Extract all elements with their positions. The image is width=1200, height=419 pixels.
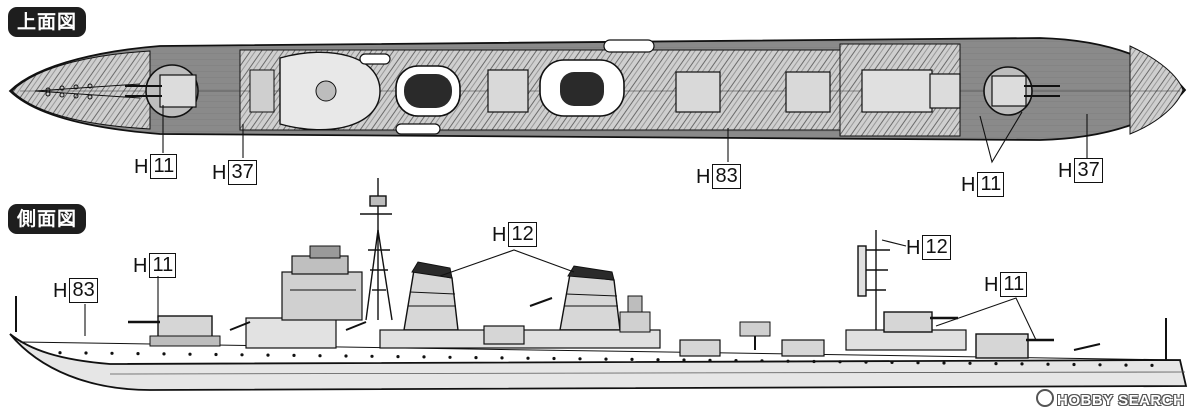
porthole <box>162 352 166 356</box>
top-funnel-2 <box>539 59 625 117</box>
porthole <box>474 356 478 360</box>
porthole <box>136 352 140 356</box>
porthole <box>1150 363 1154 367</box>
side-searchlight-tower <box>619 295 651 333</box>
porthole <box>58 351 62 355</box>
top-leader-lines <box>162 105 1088 164</box>
side-portholes <box>58 351 1154 367</box>
top-turret-2 <box>929 73 961 109</box>
top-view <box>8 37 1187 164</box>
side-funnel-1 <box>403 261 459 331</box>
porthole <box>656 358 660 362</box>
side-aft-platform <box>739 321 771 350</box>
porthole <box>1124 363 1128 367</box>
porthole <box>604 357 608 361</box>
porthole <box>266 353 270 357</box>
porthole <box>708 358 712 362</box>
porthole <box>344 354 348 358</box>
porthole <box>760 359 764 363</box>
porthole <box>1098 363 1102 367</box>
porthole <box>968 361 972 365</box>
side-bridge <box>245 245 363 349</box>
porthole <box>786 359 790 363</box>
porthole <box>864 360 868 364</box>
porthole <box>318 354 322 358</box>
porthole <box>292 353 296 357</box>
side-leader-lines <box>84 239 1037 341</box>
side-torpedo-mounts <box>483 325 825 357</box>
hobby-search-watermark: HOBBY SEARCH <box>1036 389 1184 409</box>
porthole <box>1020 362 1024 366</box>
top-stern-plate <box>1129 45 1184 135</box>
side-waterline <box>109 371 1186 375</box>
side-funnel-2 <box>559 265 621 331</box>
side-foremast <box>360 178 393 321</box>
porthole <box>84 351 88 355</box>
top-aft-deckhouse <box>861 69 933 113</box>
watermark-logo-icon <box>1036 389 1054 407</box>
porthole <box>734 359 738 363</box>
porthole <box>890 360 894 364</box>
porthole <box>188 352 192 356</box>
porthole <box>214 352 218 357</box>
side-turret-3 <box>975 333 1054 359</box>
porthole <box>1046 362 1050 366</box>
side-view-title: 側面図 <box>8 204 87 234</box>
top-boats <box>359 39 655 135</box>
porthole <box>578 357 582 361</box>
top-bow-plate <box>11 50 151 130</box>
side-view <box>9 178 1188 391</box>
porthole <box>1072 362 1076 367</box>
porthole <box>422 355 426 359</box>
porthole <box>526 356 530 360</box>
porthole <box>552 356 556 361</box>
porthole <box>682 358 686 362</box>
porthole <box>500 356 504 360</box>
porthole <box>110 351 114 355</box>
top-bridge <box>249 51 381 131</box>
side-turret-1 <box>128 315 221 347</box>
side-hull <box>9 333 1188 391</box>
top-funnel-1 <box>395 65 461 117</box>
top-turret-3 <box>983 66 1060 116</box>
porthole <box>994 362 998 366</box>
porthole <box>942 361 946 365</box>
porthole <box>448 355 452 359</box>
top-turret-1 <box>125 64 199 118</box>
top-torpedo-mounts <box>487 69 831 113</box>
porthole <box>838 360 842 364</box>
porthole <box>630 357 634 361</box>
porthole <box>370 354 374 358</box>
porthole <box>396 355 400 359</box>
anchor-chains <box>34 83 141 100</box>
porthole <box>916 361 920 365</box>
side-mainmast <box>857 230 890 330</box>
top-view-title: 上面図 <box>8 7 87 37</box>
side-aft-deckhouse <box>845 329 967 351</box>
side-turret-2 <box>883 311 958 333</box>
porthole <box>240 353 244 357</box>
porthole <box>812 359 816 364</box>
side-aa-guns <box>229 297 1101 351</box>
